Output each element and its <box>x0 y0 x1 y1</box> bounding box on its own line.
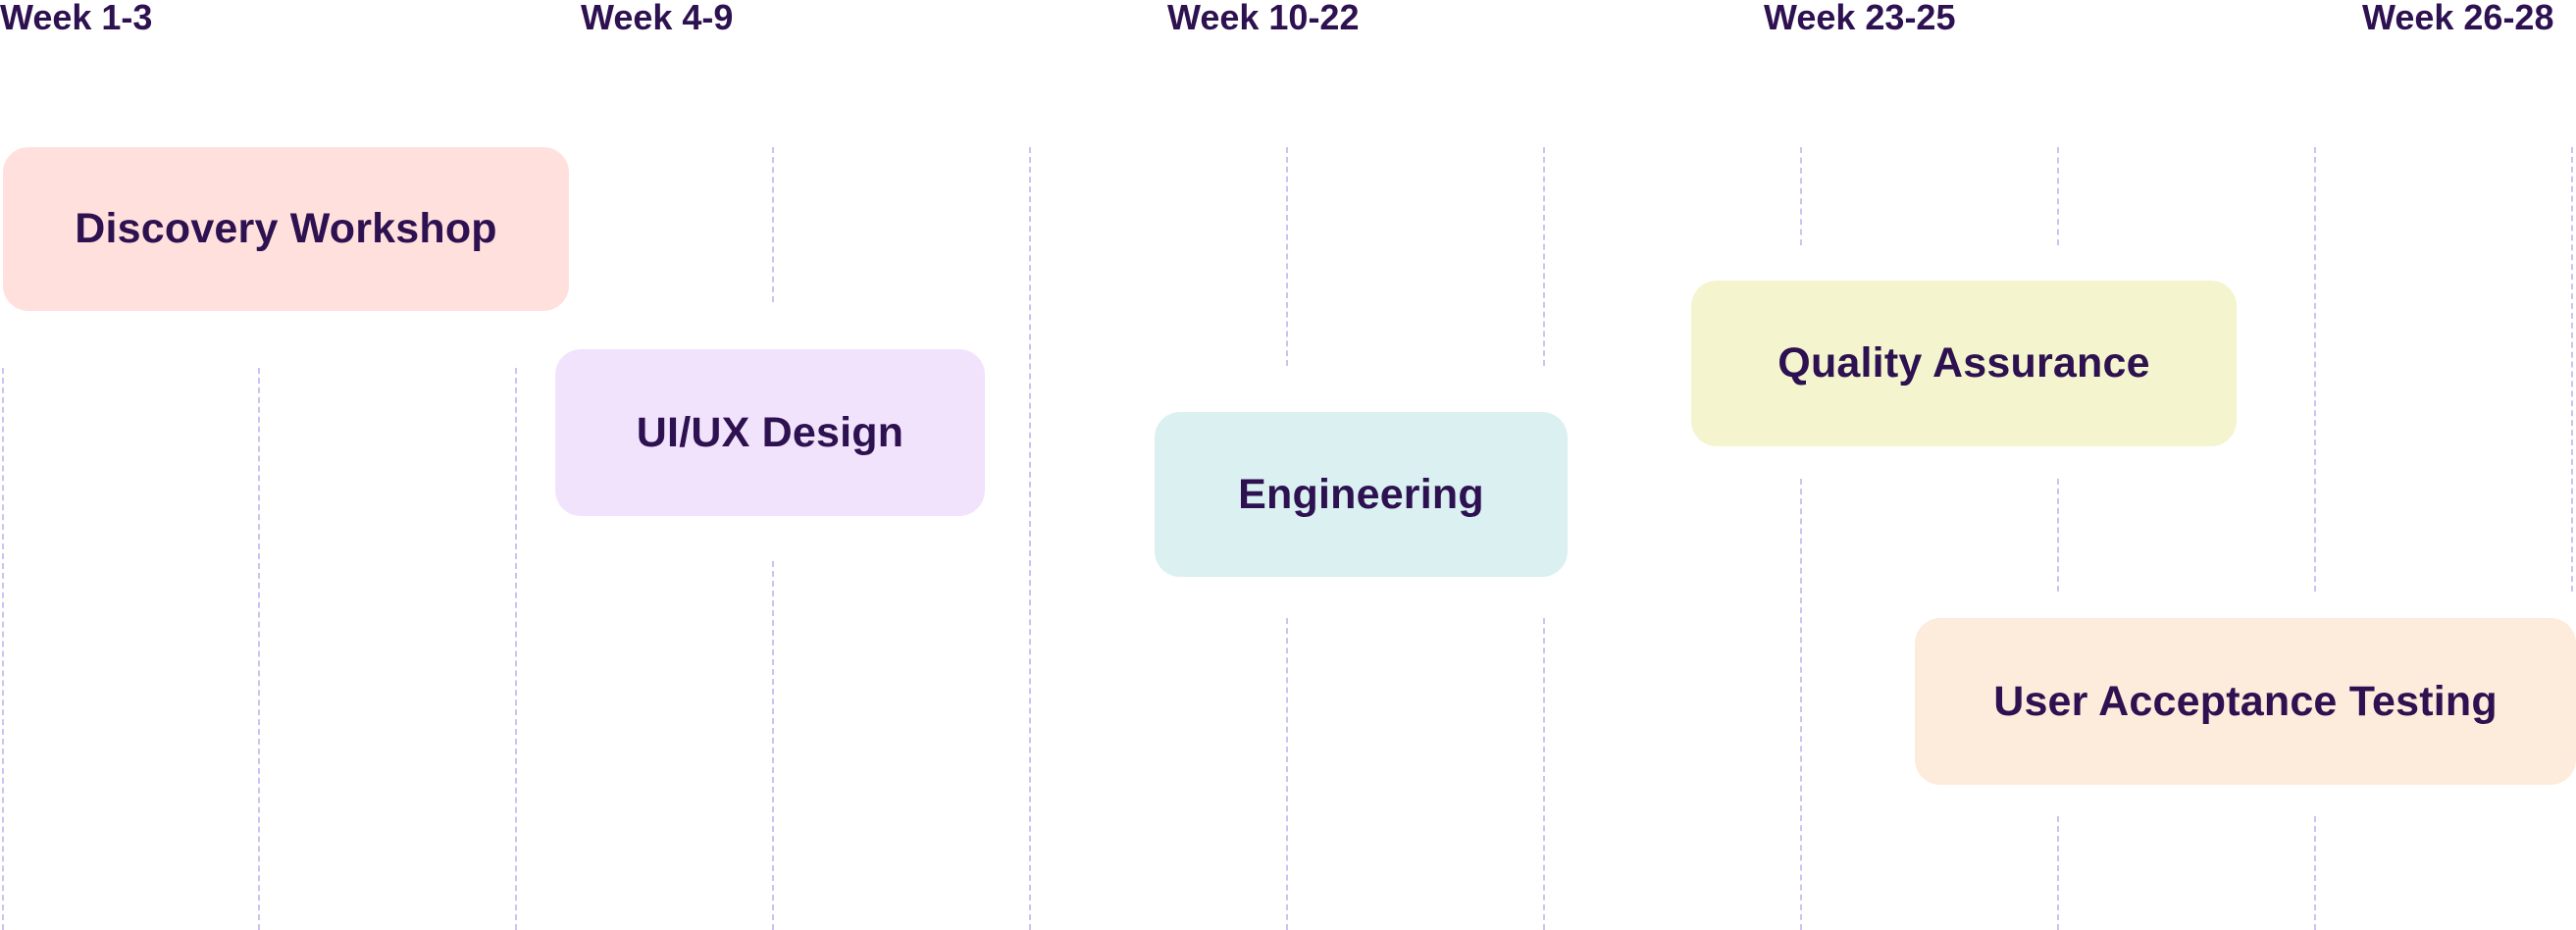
grid-line <box>2057 816 2059 930</box>
grid-line <box>772 147 774 302</box>
phase-quality-assurance: Quality Assurance <box>1691 281 2237 446</box>
grid-line <box>2 368 4 930</box>
phase-label: Discovery Workshop <box>75 205 497 252</box>
week-label-26-28: Week 26-28 <box>2362 0 2554 37</box>
grid-line <box>2057 479 2059 592</box>
phase-user-acceptance-testing: User Acceptance Testing <box>1915 618 2576 785</box>
week-label-4-9: Week 4-9 <box>581 0 734 37</box>
week-label-23-25: Week 23-25 <box>1764 0 1956 37</box>
grid-line <box>515 368 517 930</box>
phase-label: UI/UX Design <box>636 408 904 456</box>
grid-line <box>1800 479 1802 930</box>
phase-ui-ux-design: UI/UX Design <box>555 349 985 516</box>
grid-line <box>2314 147 2316 592</box>
phase-label: User Acceptance Testing <box>1993 677 2498 725</box>
phase-engineering: Engineering <box>1155 412 1568 577</box>
week-label-1-3: Week 1-3 <box>0 0 153 37</box>
grid-line <box>2314 816 2316 930</box>
week-label-10-22: Week 10-22 <box>1167 0 1360 37</box>
grid-line <box>258 368 260 930</box>
phase-label: Quality Assurance <box>1777 339 2150 387</box>
phase-discovery-workshop: Discovery Workshop <box>3 147 569 311</box>
grid-line <box>1029 147 1031 930</box>
grid-line <box>1286 618 1288 930</box>
grid-line <box>1800 147 1802 245</box>
grid-line <box>1543 618 1545 930</box>
grid-line <box>1286 147 1288 366</box>
grid-line <box>772 561 774 930</box>
grid-line <box>1543 147 1545 366</box>
grid-line <box>2571 147 2573 592</box>
phase-label: Engineering <box>1238 470 1484 518</box>
grid-line <box>2057 147 2059 245</box>
